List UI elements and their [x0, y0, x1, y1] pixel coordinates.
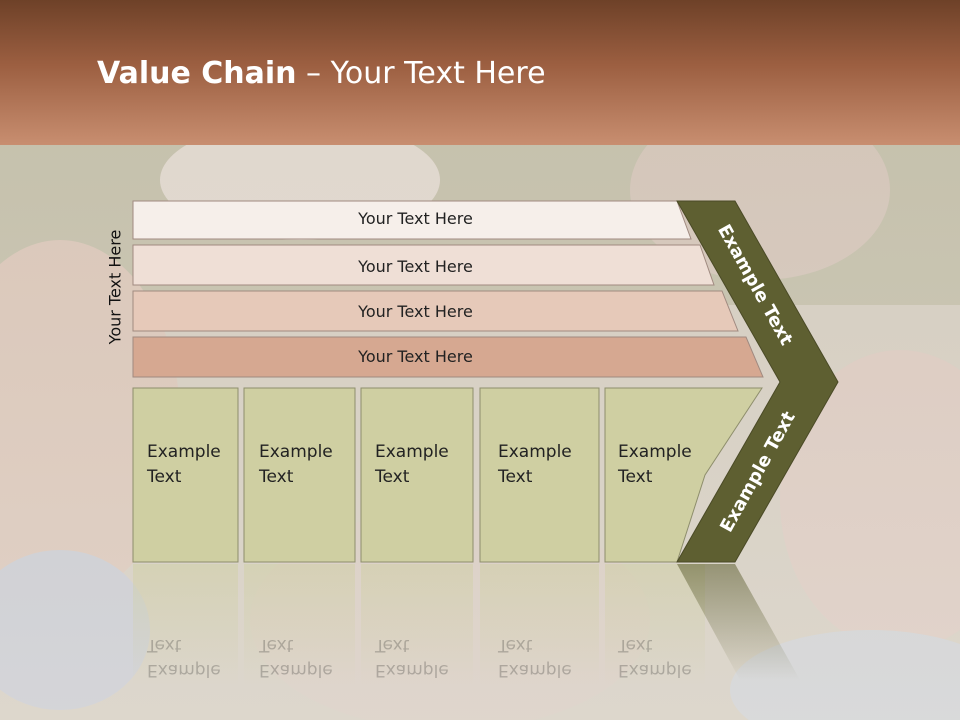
box-5-reflection-line1: Example — [618, 660, 692, 680]
slide-title: Value Chain – Your Text Here — [97, 56, 546, 91]
box-4-reflection-line1: Example — [498, 660, 572, 680]
row-text-2: Your Text Here — [358, 257, 473, 276]
row-shape-2 — [132, 244, 715, 286]
box-1-reflection-line1: Example — [147, 660, 221, 680]
box-reflection-2: Example Text — [259, 632, 354, 682]
chevron-shape — [676, 200, 839, 563]
row-text-4: Your Text Here — [358, 347, 473, 366]
row-text-1: Your Text Here — [358, 209, 473, 228]
box-shape-2 — [243, 387, 356, 563]
row-shape-1 — [132, 200, 692, 240]
box-5-reflection-line2: Text — [618, 635, 653, 655]
box-3-line2: Text — [375, 467, 410, 487]
row-text-3: Your Text Here — [358, 302, 473, 321]
box-2-reflection-line2: Text — [259, 635, 294, 655]
box-reflection-4: Example Text — [498, 632, 593, 682]
box-shape-3 — [360, 387, 474, 563]
box-3-reflection-line1: Example — [375, 660, 449, 680]
box-shape-1 — [132, 387, 239, 563]
box-shape-5 — [604, 387, 763, 563]
row-shape-4 — [132, 336, 764, 378]
header-bar — [0, 0, 960, 145]
box-1-line1: Example — [147, 442, 221, 462]
box-reflection-3: Example Text — [375, 632, 470, 682]
row-shape-3 — [132, 290, 739, 332]
box-2-reflection-line1: Example — [259, 660, 333, 680]
box-3-line1: Example — [375, 442, 449, 462]
box-reflection-1: Example Text — [147, 632, 242, 682]
box-shape-4 — [479, 387, 600, 563]
box-2-line1: Example — [259, 442, 333, 462]
box-3-reflection-line2: Text — [375, 635, 410, 655]
box-4-line1: Example — [498, 442, 572, 462]
box-reflection-5: Example Text — [618, 632, 713, 682]
box-2-line2: Text — [259, 467, 294, 487]
box-5-line1: Example — [618, 442, 692, 462]
title-rest: – Your Text Here — [296, 56, 546, 91]
box-1-reflection-line2: Text — [147, 635, 182, 655]
box-4-line2: Text — [498, 467, 533, 487]
box-5-line2: Text — [618, 467, 653, 487]
box-4-reflection-line2: Text — [498, 635, 533, 655]
box-1-line2: Text — [147, 467, 182, 487]
title-bold: Value Chain — [97, 56, 297, 91]
